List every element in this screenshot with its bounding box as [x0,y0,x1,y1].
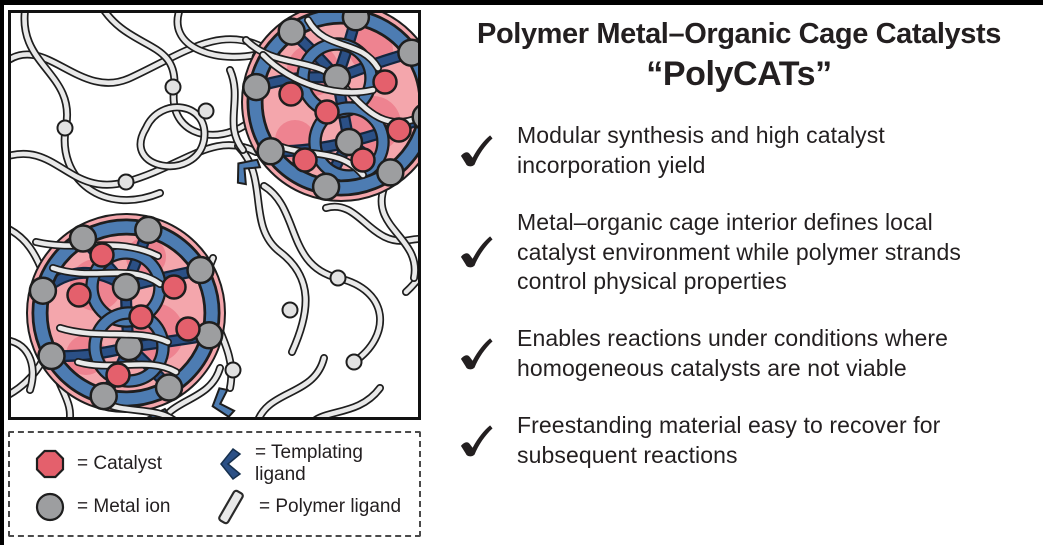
checklist-item-text: Freestanding material easy to recover fo… [517,412,941,468]
checklist-item: Metal–organic cage interior defines loca… [458,208,1040,298]
figure-title: Polymer Metal–Organic Cage Catalysts “Po… [438,17,1040,96]
legend-label-polymer-ligand: = Polymer ligand [259,495,402,517]
templating-ligand-piece [211,387,236,417]
checklist-item-text: Metal–organic cage interior defines loca… [517,208,961,295]
checkmark-icon [460,338,493,370]
checklist-item-text: Modular synthesis and high catalyst inco… [517,121,885,178]
legend-label-catalyst: = Catalyst [77,452,163,474]
polymer-network-illustration [8,10,421,420]
legend-item-catalyst: = Catalyst [34,448,214,480]
checklist-item: Enables reactions under conditions where… [458,324,1040,384]
cage-a-ions-catalysts [242,13,418,201]
legend-label-metal-ion: = Metal ion [77,495,171,517]
polymer-ligand-icon [218,489,244,524]
checklist-item-text: Enables reactions under conditions where… [517,325,949,382]
checkmark-icon [460,425,493,457]
illustration-border [8,10,421,420]
metal-ion-icon [35,492,65,521]
legend-item-metal-ion: = Metal ion [34,491,214,523]
legend-label-templating-ligand: = Templating ligand [255,441,363,485]
catalyst-icon [35,449,65,478]
checklist-item: Freestanding material easy to recover fo… [458,411,1040,471]
templating-ligand-piece [236,158,262,186]
feature-checklist: Modular synthesis and high catalyst inco… [438,121,1040,471]
summary-panel: Polymer Metal–Organic Cage Catalysts “Po… [438,17,1040,498]
legend-box: = Catalyst = Templating ligand = Metal i… [8,431,421,537]
cage-b-ions-catalysts [28,215,224,411]
title-line-1: Polymer Metal–Organic Cage Catalysts [477,18,1001,50]
legend-item-templating-ligand: = Templating ligand [214,442,415,486]
checkmark-icon [460,135,493,167]
checkmark-icon [460,236,493,268]
templating-ligand-icon [220,447,242,480]
title-line-2: “PolyCATs” [646,55,832,94]
legend-item-polymer-ligand: = Polymer ligand [214,487,415,527]
checklist-item: Modular synthesis and high catalyst inco… [458,121,1040,181]
